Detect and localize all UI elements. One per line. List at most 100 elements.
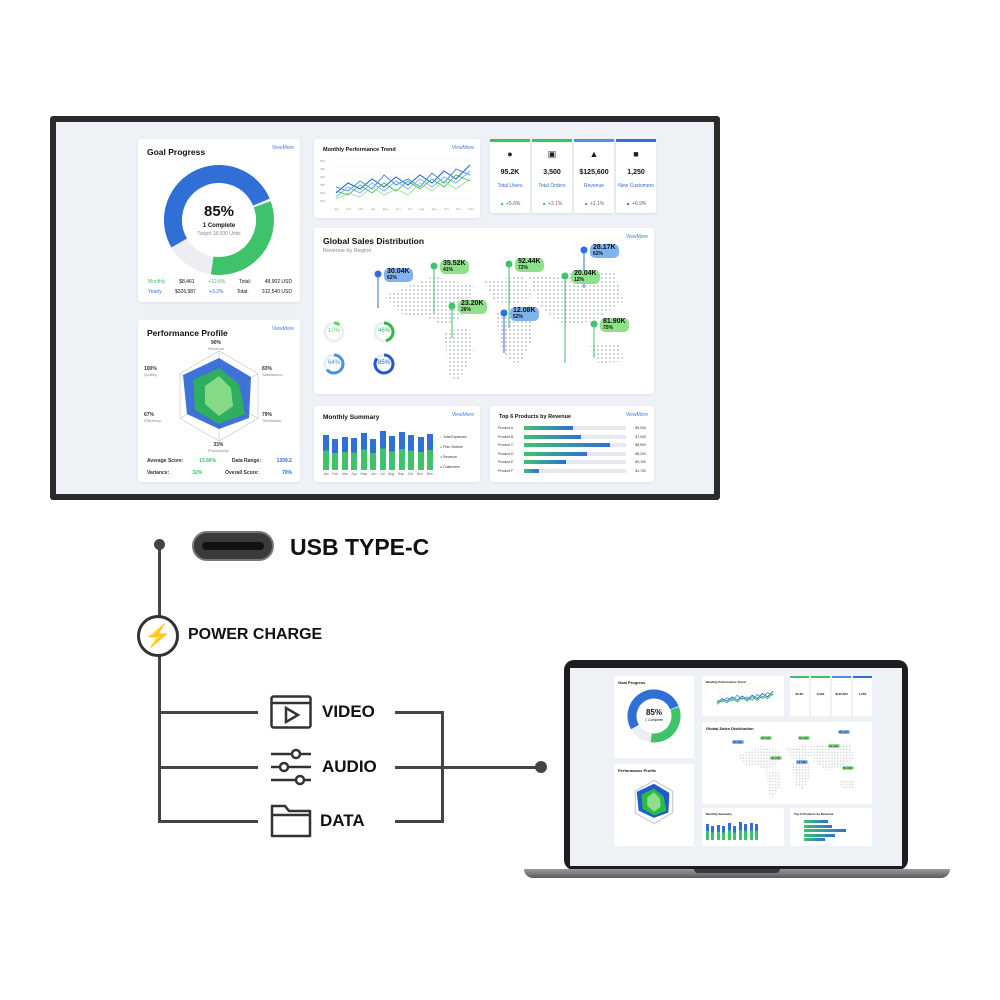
pin-pct: 62% [387,275,398,281]
product-bar-track [524,468,626,473]
product-row: Product E$9,100 [498,458,646,467]
laptop-goal-donut [627,689,681,743]
merge-audio [395,766,543,769]
audio-label: AUDIO [322,757,377,776]
branch-data [158,820,258,823]
stat-revenue: ▲ $125,600 Revenue ▲ +2.1% [574,139,614,213]
x-tick: Sep [431,207,437,211]
summary-months: Jan Feb Mar Apr May Jun Jul Aug Sep Oct … [323,472,433,476]
briefcase-icon: ■ [633,149,639,159]
row-amount: $326,987 [174,289,196,295]
laptop-sales-card: Global Sales Distribution 30.04K 35.52K … [702,722,872,804]
row-change: +3.2% [209,289,224,295]
product-name: Product B [498,434,514,439]
stat-label: Total Orders [538,183,566,189]
month-label: May [360,472,368,476]
laptop-world-map [736,743,856,798]
bar [426,433,433,470]
laptop-radar [634,779,674,825]
merge-data [395,820,443,823]
trunk-dot [154,539,165,550]
stat-accent [490,139,530,142]
laptop-dot [535,761,547,773]
stat-change: ▲ +6.9% [625,201,647,207]
product-row: Product F$1,700 [498,467,646,476]
product-value: $9,100 [635,460,646,465]
view-more-link[interactable]: ViewMore [271,326,294,332]
stat-value: 1209.2 [276,458,292,464]
laptop-card-title: Performance Profile [618,768,657,773]
stat-new-customers: ■ 1,250 New Customers ▲ +6.9% [616,139,656,213]
radar-axis-label: 33%Productivity [208,442,229,454]
radar-axis-label: 83%Satisfaction [262,366,283,378]
axis-name: Productivity [208,448,229,453]
goal-progress-title: Goal Progress [147,147,206,157]
laptop-card-title: Monthly Performance Trend [706,680,746,684]
laptop-trend-chart [716,690,774,705]
laptop-summary-card: Monthly Summary [702,808,784,846]
bar [398,432,405,470]
product-row: Product A$9,000 [498,424,646,433]
stat-accent [532,139,572,142]
pin-value: 35.52K [443,260,466,267]
product-bar-track [524,426,626,431]
legend-label: Plan Visitors [443,445,463,449]
products-title: Top 6 Products by Revenue [499,414,572,420]
view-more-link[interactable]: ViewMore [451,412,474,418]
axis-name: Efficiency [144,418,162,423]
goal-donut [164,165,274,275]
audio-sliders-icon [271,748,311,786]
product-value: $7,000 [635,434,646,439]
pin-value: 81.90K [603,318,626,325]
summary-title: Monthly Summary [323,414,380,421]
product-value: $9,000 [635,426,646,431]
x-tick: Jun [395,207,401,211]
axis-pct: 33% [213,442,224,448]
laptop-stat: 1,250 [853,676,872,716]
bar [332,439,339,470]
product-bar-track [524,443,626,448]
pin-pct: 75% [603,325,614,331]
laptop-pin: 52.44K [798,736,810,740]
product-row: Product D$8,200 [498,450,646,459]
connector-trunk [158,545,161,822]
month-label: Oct [407,472,414,476]
axis-pct: 67% [144,412,155,418]
row-total: 48,902 USD [264,279,292,285]
external-monitor: Goal Progress ViewMore 85% 1 Complete Ta… [50,116,720,500]
view-more-link[interactable]: ViewMore [451,145,474,151]
view-more-link[interactable]: ViewMore [625,234,648,240]
legend-item: ● Customers [440,465,461,469]
donut-value: 85% [377,360,390,366]
usb-label: USB TYPE-C [290,534,430,560]
legend-label: Revenue [443,455,458,459]
stat-change: ▲ +5.6% [499,201,521,207]
stat-label: Revenue [583,183,604,189]
month-label: Mar [341,472,348,476]
region-donut: 46% [372,320,396,344]
stat-label: Average Score: [147,458,184,464]
laptop-products-card: Top 6 Products by Revenue [790,808,872,846]
axis-pct: 83% [262,366,273,372]
laptop-card-title: Global Sales Distribution [706,726,754,731]
view-more-link[interactable]: ViewMore [625,412,648,418]
laptop-stat: 3,500 [811,676,830,716]
monthly-summary-card: Monthly Summary ViewMore Jan Feb Mar [314,406,480,482]
laptop-base [524,869,950,878]
laptop-product-bars [804,820,854,843]
product-bar-track [524,451,626,456]
laptop-card-title: Monthly Summary [706,812,733,816]
month-label: Sep [397,472,405,476]
product-value: $8,500 [635,443,646,448]
view-more-link[interactable]: ViewMore [271,145,294,151]
pin-value: 12.08K [513,307,536,314]
y-tick: 500 [320,159,326,163]
